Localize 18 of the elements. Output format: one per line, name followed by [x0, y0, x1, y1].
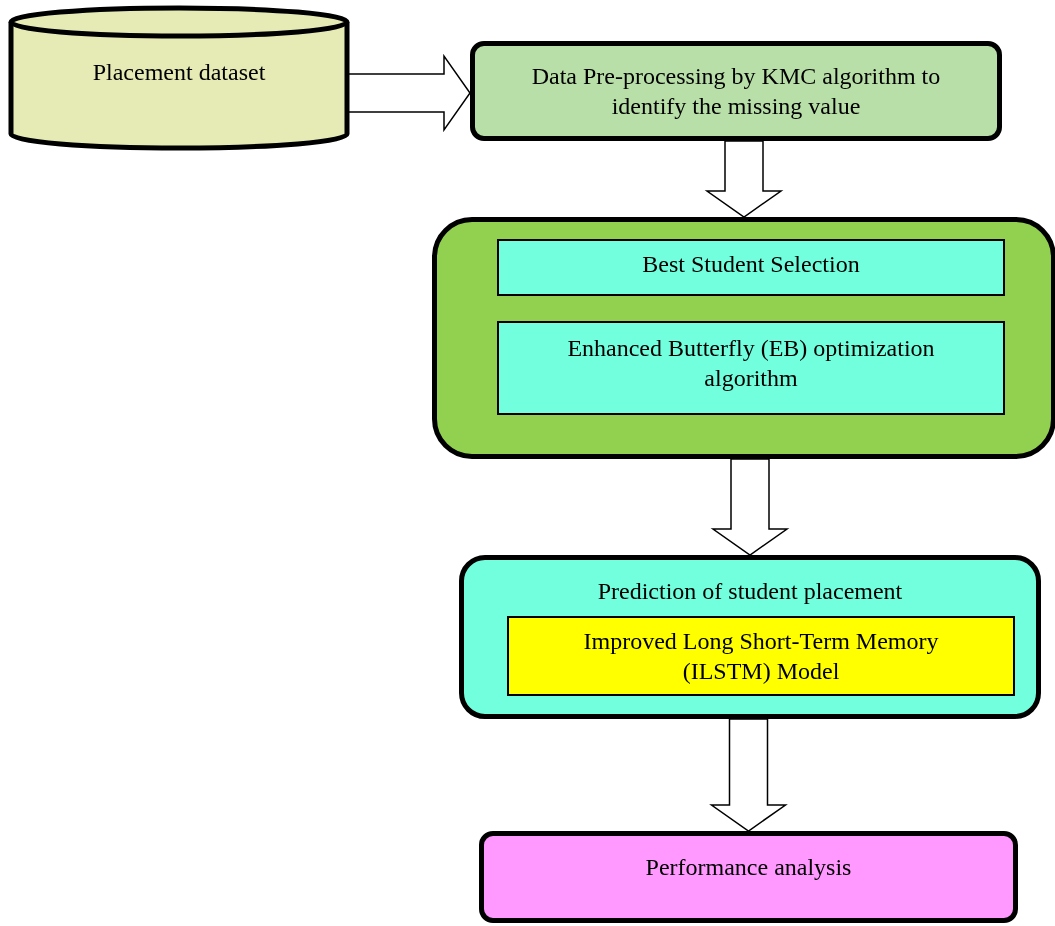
node-label: Best Student Selection	[641, 250, 861, 279]
process-box	[497, 321, 1005, 415]
process-box	[459, 555, 1041, 719]
block-arrow	[347, 53, 471, 133]
process-box	[470, 41, 1002, 141]
node-label: Enhanced Butterfly (EB) optimization algorithm	[566, 334, 936, 393]
process-box	[507, 616, 1015, 696]
node-label: Improved Long Short-Term Memory (ILSTM) Model	[582, 627, 940, 686]
block-arrow	[704, 140, 784, 218]
block-arrow	[709, 718, 788, 832]
process-box	[497, 239, 1005, 296]
node-label: Data Pre-processing by KMC algorithm to identify the missing value	[530, 62, 942, 121]
node-label: Placement dataset	[91, 58, 267, 87]
node-label: Prediction of student placement	[596, 577, 904, 606]
block-arrow	[710, 458, 790, 556]
process-box	[479, 831, 1018, 923]
node-label: Performance analysis	[644, 853, 853, 882]
group-panel	[432, 217, 1055, 459]
